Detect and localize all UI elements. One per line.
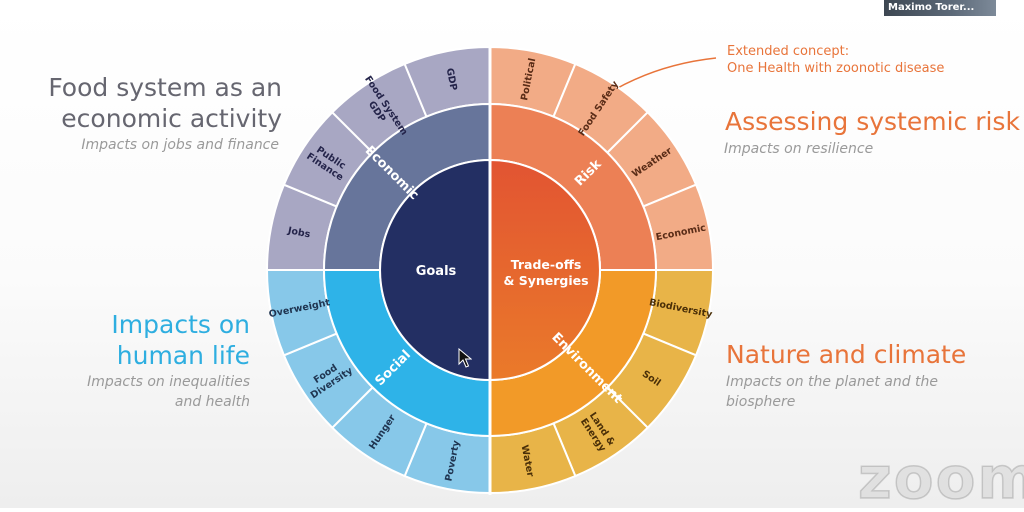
annotation-line-1: Extended concept: (727, 44, 850, 59)
economic-heading-line-2: economic activity (61, 104, 282, 133)
annotation-text: Extended concept: One Health with zoonot… (727, 43, 944, 77)
tradeoffs-half-shade (489, 158, 601, 382)
participant-name: Maximo Torer... (888, 2, 975, 13)
zoom-watermark: zoom (857, 444, 1024, 512)
pointer-arrow-icon (458, 348, 472, 368)
social-heading: Impacts on human life (111, 309, 250, 371)
social-heading-line-2: human life (116, 341, 250, 370)
annotation-line-2: One Health with zoonotic disease (727, 61, 945, 76)
economic-heading-line-1: Food system as an (48, 73, 282, 102)
social-subtitle-line-2: and health (174, 394, 250, 410)
risk-subtitle: Impacts on resilience (724, 141, 874, 157)
tradeoffs-label: Trade-offs& Synergies (503, 257, 588, 288)
economic-segment-label-jobs: Jobs (286, 225, 312, 240)
goals-half (379, 158, 491, 382)
environment-heading: Nature and climate (726, 340, 967, 369)
goals-label: Goals (416, 264, 457, 279)
social-heading-line-1: Impacts on (111, 310, 250, 339)
participant-video-thumbnail[interactable]: Maximo Torer... (884, 0, 996, 16)
economic-segment-label-gdp: GDP (444, 67, 459, 91)
economic-subtitle: Impacts on jobs and finance (81, 137, 279, 153)
economic-heading: Food system as an economic activity (48, 72, 282, 134)
social-subtitle: Impacts on inequalities and health (87, 372, 250, 412)
environment-subtitle-line-2: biosphere (726, 394, 796, 410)
environment-subtitle-line-1: Impacts on the planet and the (726, 374, 939, 390)
environment-subtitle: Impacts on the planet and the biosphere (726, 372, 938, 412)
social-subtitle-line-1: Impacts on inequalities (87, 374, 250, 390)
risk-heading: Assessing systemic risk (725, 107, 1020, 136)
